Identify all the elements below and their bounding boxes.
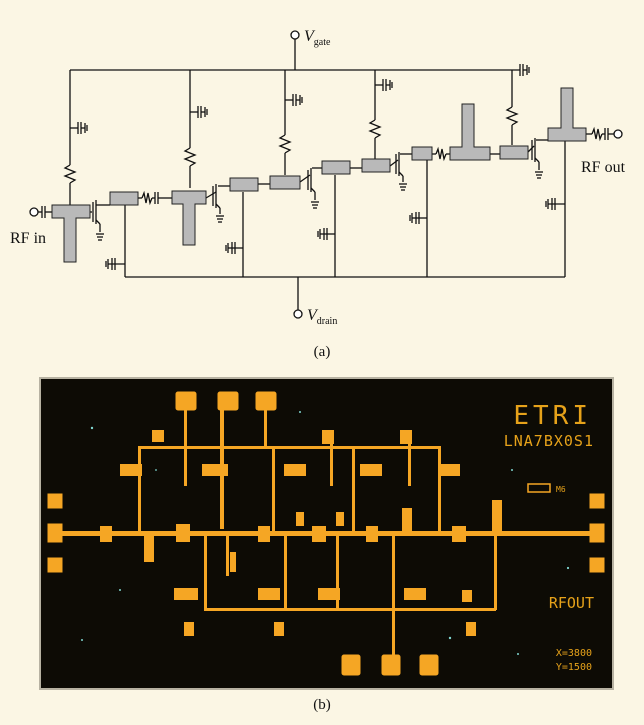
drain-capacitor-3 [317, 228, 335, 240]
vdrain-terminal [293, 309, 303, 319]
photo-caption: (b) [313, 697, 331, 713]
transistor-1 [92, 200, 104, 241]
stub-tee-line [449, 103, 491, 161]
chip-logo: ETRI [513, 401, 592, 431]
bus-end-capacitor [519, 64, 530, 76]
bottom-pad-1 [341, 654, 361, 676]
output-tee-line [547, 87, 587, 142]
drain-capacitor-1 [105, 258, 125, 270]
gate-branch-5 [505, 70, 519, 145]
bottom-pad-3 [419, 654, 439, 676]
top-pad-2 [217, 391, 239, 411]
transistor-4 [395, 152, 407, 191]
drain-capacitor-2 [225, 242, 243, 254]
transistor-2 [212, 184, 224, 223]
transistor-5 [531, 138, 543, 179]
drain-capacitor-5 [545, 198, 565, 210]
gate-branch-1 [63, 70, 88, 205]
line-block-6 [411, 146, 433, 161]
rf-in-label: RF in [10, 230, 46, 247]
gate-branch-3 [278, 70, 303, 175]
rf-out-terminal [613, 129, 623, 139]
line-block-5 [361, 158, 391, 173]
schematic-caption: (a) [314, 344, 331, 360]
rf-out-label: RF out [581, 159, 626, 176]
gate-branch-2 [183, 70, 208, 188]
chip-marker-label: M6 [556, 485, 566, 494]
gate-branch-4 [368, 70, 393, 160]
transistor-3 [307, 168, 319, 209]
chip-stub-1 [402, 508, 412, 534]
line-block-4 [321, 160, 351, 175]
line-block-7 [499, 145, 529, 160]
chip-micrograph: ETRI LNA7BX0S1 M6 RFOUT X=3800 Y=1500 [39, 377, 614, 690]
chip-coord-x: X=3800 [556, 648, 592, 659]
chip-part-number: LNA7BX0S1 [504, 432, 594, 450]
vgate-label: Vgate [304, 28, 331, 48]
interstage-tee-line-1 [171, 190, 207, 246]
chip-coord-y: Y=1500 [556, 662, 592, 673]
bottom-pad-2 [381, 654, 401, 676]
chip-stub-2 [492, 500, 502, 534]
chip-metal [47, 391, 605, 676]
drain-capacitor-4 [409, 212, 427, 224]
input-tee-line [51, 204, 91, 263]
top-pad-3 [255, 391, 277, 411]
line-block-3 [269, 175, 301, 190]
vdrain-label: Vdrain [307, 307, 337, 327]
line-block-1 [109, 191, 139, 206]
rf-in-terminal [29, 207, 39, 217]
vgate-terminal [290, 30, 300, 40]
schematic: Vgate Vdrain RF in RF out [10, 28, 626, 360]
top-pad-1 [175, 391, 197, 411]
line-block-2 [229, 177, 259, 192]
chip-rf-out-label: RFOUT [549, 594, 594, 612]
alignment-marker [527, 483, 551, 493]
